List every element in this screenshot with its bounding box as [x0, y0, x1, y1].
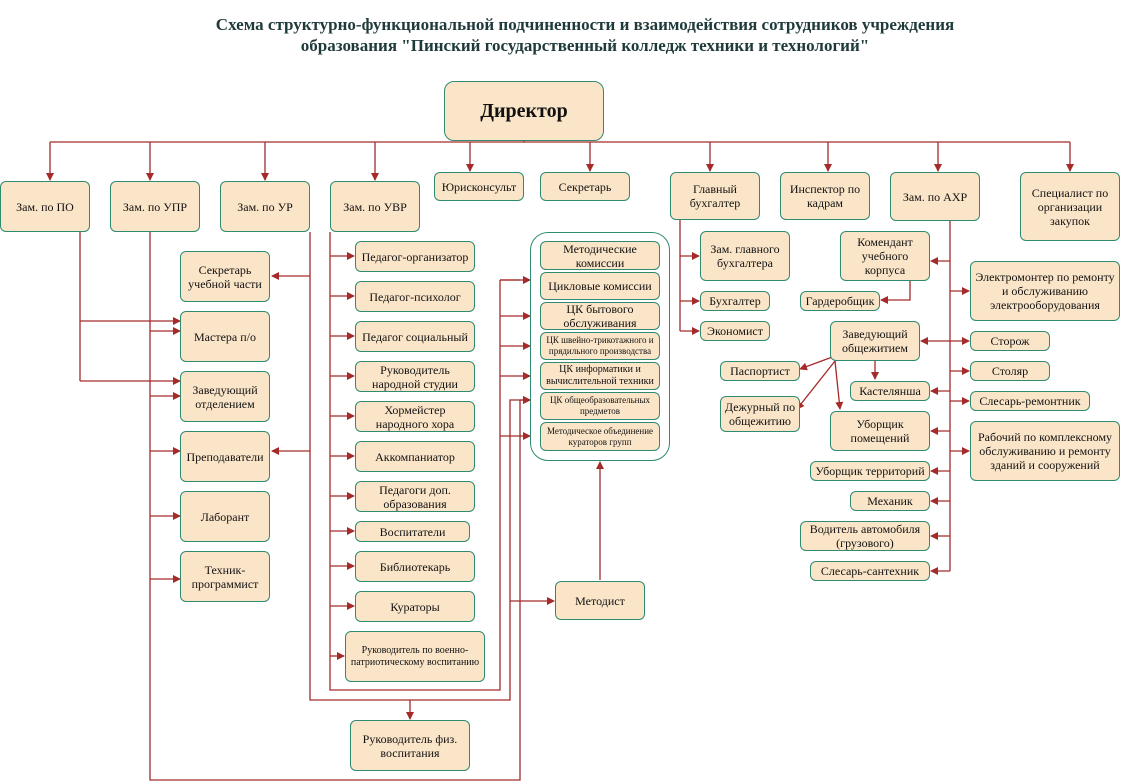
ekonomist-box: Экономист [700, 321, 770, 341]
ck-inf-box: ЦК информатики и вычислительной техники [540, 362, 660, 390]
specialist-box: Специалист по организации закупок [1020, 172, 1120, 241]
tehnik-box: Техник-программист [180, 551, 270, 602]
zav-obsh-box: Заведующий общежитием [830, 321, 920, 361]
ruk-voen-box: Руководитель по военно-патриотическому в… [345, 631, 485, 682]
cikl-kom-box: Цикловые комиссии [540, 272, 660, 300]
ruk-nar-box: Руководитель народной студии [355, 361, 475, 392]
slesar-sant-box: Слесарь-сантехник [810, 561, 930, 581]
akkomp-box: Аккомпаниатор [355, 441, 475, 472]
horm-box: Хормейстер народного хора [355, 401, 475, 432]
met-ob-box: Методическое объединение кураторов групп [540, 422, 660, 451]
laborant-box: Лаборант [180, 491, 270, 542]
arrow-zav-obsh-dezhur [796, 360, 836, 410]
zam-ahr-box: Зам. по АХР [890, 172, 980, 221]
ck-obsh-box: ЦК общеобразовательных предметов [540, 392, 660, 420]
dezhur-box: Дежурный по общежитию [720, 396, 800, 432]
uborshik-ter-box: Уборщик территорий [810, 461, 930, 481]
zam-upr-box: Зам. по УПР [110, 181, 200, 232]
ruk-fiz-box: Руководитель физ. воспитания [350, 720, 470, 771]
commissions-group [530, 232, 670, 461]
ck-byt-box: ЦК бытового обслуживания [540, 302, 660, 330]
vospit-box: Воспитатели [355, 521, 470, 542]
arrow-zav-obsh-uborshik [834, 360, 844, 410]
kastel-box: Кастелянша [850, 381, 930, 401]
voditel-box: Водитель автомобиля (грузового) [800, 521, 930, 551]
uborshik-pom-box: Уборщик помещений [830, 411, 930, 451]
mastera-box: Мастера п/о [180, 311, 270, 362]
met-kom-box: Методические комиссии [540, 241, 660, 270]
inspektor-box: Инспектор по кадрам [780, 172, 870, 220]
metodist-box: Методист [555, 581, 645, 620]
storozh-box: Сторож [970, 331, 1050, 351]
ped-org-box: Педагог-организатор [355, 241, 475, 272]
yuriskonsult-box: Юрисконсульт [434, 172, 524, 201]
rabochiy-box: Рабочий по комплексному обслуживанию и р… [970, 421, 1120, 481]
prepod-box: Преподаватели [180, 431, 270, 482]
ped-dop-box: Педагоги доп. образования [355, 481, 475, 512]
zam-upr-line [149, 232, 521, 781]
zam-glavbuh-box: Зам. главного бухгалтера [700, 231, 790, 281]
zam-po-box: Зам. по ПО [0, 181, 90, 232]
arrow-upr-comm [519, 396, 531, 520]
zam-uvr-line [329, 232, 501, 691]
mehanik-box: Механик [850, 491, 930, 511]
kurat-box: Кураторы [355, 591, 475, 622]
zam-ur-line [309, 232, 410, 701]
director-box: Директор [444, 81, 604, 141]
komendant-box: Комендант учебного корпуса [840, 231, 930, 281]
arrow-ur-comm [509, 396, 531, 430]
arrow-komendant-garderob [880, 281, 911, 304]
ped-psih-box: Педагог-психолог [355, 281, 475, 312]
title-line-2: образования "Пинский государственный кол… [300, 36, 870, 55]
stolyar-box: Столяр [970, 361, 1050, 381]
diagram-title: Схема структурно-функциональной подчинен… [0, 14, 1122, 56]
elektro-box: Электромонтер по ремонту и обслуживанию … [970, 261, 1120, 321]
garderob-box: Гардеробщик [800, 291, 880, 311]
ped-soc-box: Педагог социальный [355, 321, 475, 352]
zav-otd-box: Заведующий отделением [180, 371, 270, 422]
sekretar-box: Секретарь [540, 172, 630, 201]
zam-uvr-box: Зам. по УВР [330, 181, 420, 232]
glavbuh-box: Главный бухгалтер [670, 172, 760, 220]
bibl-box: Библиотекарь [355, 551, 475, 582]
sekretar-uch-box: Секретарь учебной части [180, 251, 270, 302]
arrow-zav-obsh-pasport [799, 355, 836, 371]
slesar-rem-box: Слесарь-ремонтник [970, 391, 1090, 411]
buhgalter-box: Бухгалтер [700, 291, 770, 311]
ck-shv-box: ЦК швейно-трикотажного и прядильного про… [540, 332, 660, 360]
pasport-box: Паспортист [720, 361, 800, 381]
ur-to-comm [410, 430, 511, 701]
zam-ur-box: Зам. по УР [220, 181, 310, 232]
title-line-1: Схема структурно-функциональной подчинен… [215, 15, 955, 34]
